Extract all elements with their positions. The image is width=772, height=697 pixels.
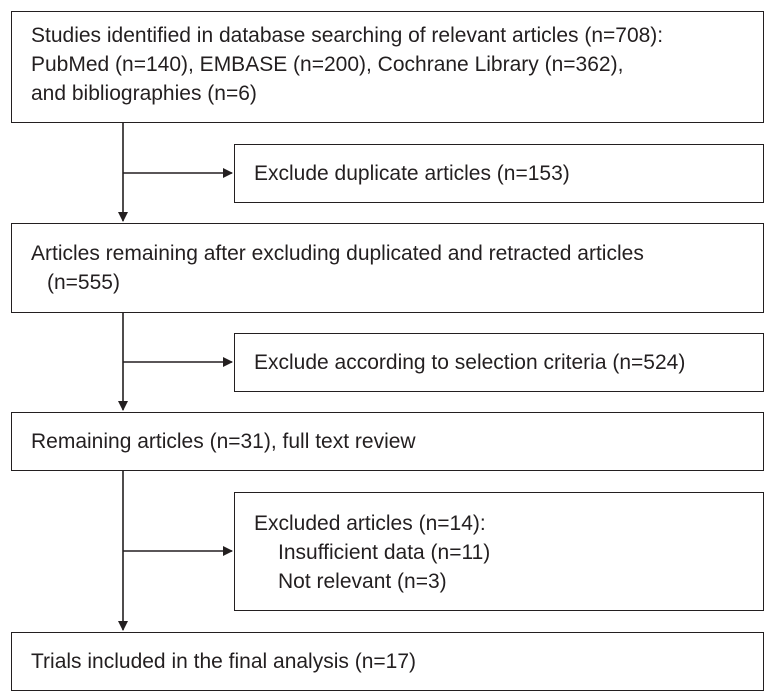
- full-text-review-text: Remaining articles (n=31), full text rev…: [31, 430, 416, 453]
- excluded-reason-item: Not relevant (n=3): [278, 570, 447, 593]
- identified-line-3: and bibliographies (n=6): [31, 82, 257, 105]
- excluded-reason-item: Insufficient data (n=11): [278, 541, 491, 564]
- exclude-duplicates-text: Exclude duplicate articles (n=153): [254, 162, 570, 185]
- remaining-line-1: Articles remaining after excluding dupli…: [31, 242, 644, 265]
- excluded-articles-box: Excluded articles (n=14): Insufficient d…: [234, 492, 764, 611]
- final-analysis-text: Trials included in the final analysis (n…: [31, 650, 417, 673]
- exclude-criteria-text: Exclude according to selection criteria …: [254, 351, 686, 374]
- full-text-review-box: Remaining articles (n=31), full text rev…: [11, 412, 764, 471]
- remaining-line-2: (n=555): [47, 271, 120, 294]
- identified-line-2: PubMed (n=140), EMBASE (n=200), Cochrane…: [31, 53, 624, 76]
- final-analysis-box: Trials included in the final analysis (n…: [11, 632, 764, 691]
- identified-line-1: Studies identified in database searching…: [31, 24, 664, 47]
- remaining-articles-box: Articles remaining after excluding dupli…: [11, 223, 764, 313]
- identified-studies-box: Studies identified in database searching…: [11, 11, 764, 123]
- excluded-articles-heading: Excluded articles (n=14):: [254, 512, 486, 535]
- exclude-criteria-box: Exclude according to selection criteria …: [234, 333, 764, 392]
- exclude-duplicates-box: Exclude duplicate articles (n=153): [234, 144, 764, 203]
